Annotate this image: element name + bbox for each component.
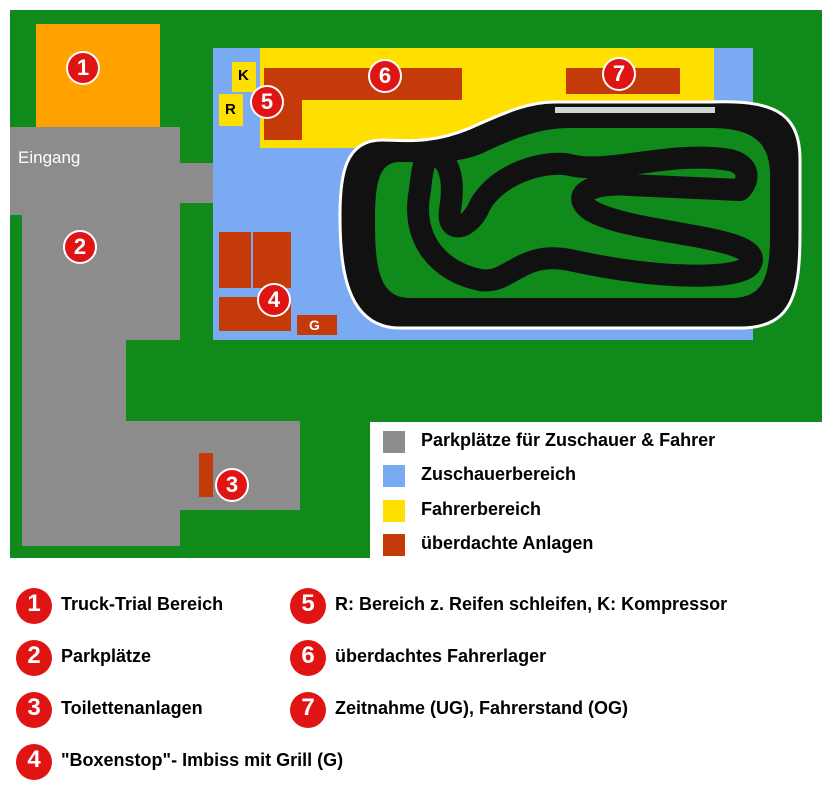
tire-label: R	[225, 101, 236, 118]
key-marker-2: 2	[16, 640, 52, 676]
legend-label-spectator: Zuschauerbereich	[421, 464, 577, 484]
marker-1: 1	[66, 51, 100, 85]
key-label-4: "Boxenstop"- Imbiss mit Grill (G)	[61, 750, 344, 770]
marker-7: 7	[602, 57, 636, 91]
grill-label: G	[309, 317, 320, 333]
tire-box: R	[219, 94, 243, 126]
key-marker-7: 7	[290, 692, 326, 728]
snack-stand-left	[219, 232, 251, 288]
key-label-1: Truck-Trial Bereich	[61, 594, 224, 614]
key-label-7: Zeitnahme (UG), Fahrerstand (OG)	[335, 698, 629, 718]
grill-box: G	[297, 315, 337, 335]
key-marker-6: 6	[290, 640, 326, 676]
marker-6: 6	[368, 59, 402, 93]
race-track	[338, 100, 802, 330]
site-map: K R G Eingang 1 2 3 4 5 6 7	[10, 10, 822, 558]
marker-2: 2	[63, 230, 97, 264]
key-marker-1: 1	[16, 588, 52, 624]
marker-4: 4	[257, 283, 291, 317]
key-label-5: R: Bereich z. Reifen schleifen, K: Kompr…	[335, 594, 728, 614]
compressor-box: K	[232, 62, 256, 92]
marker-5: 5	[250, 85, 284, 119]
legend-label-covered: überdachte Anlagen	[421, 533, 594, 553]
key-marker-3: 3	[16, 692, 52, 728]
key-label-6: überdachtes Fahrerlager	[335, 646, 547, 666]
key-label-2: Parkplätze	[61, 646, 152, 666]
legend-label-parking: Parkplätze für Zuschauer & Fahrer	[421, 430, 716, 450]
key-marker-4: 4	[16, 744, 52, 780]
snack-stand-right	[253, 232, 291, 288]
marker-3: 3	[215, 468, 249, 502]
key-label-3: Toilettenanlagen	[61, 698, 203, 718]
key-marker-5: 5	[290, 588, 326, 624]
toilet-building	[199, 453, 213, 497]
legend-swatch-driver	[383, 500, 405, 522]
legend-swatch-covered	[383, 534, 405, 556]
legend-box	[370, 422, 822, 558]
legend-swatch-parking	[383, 431, 405, 453]
compressor-label: K	[238, 67, 249, 84]
entrance-label: Eingang	[18, 148, 81, 167]
legend-label-driver: Fahrerbereich	[421, 499, 542, 519]
legend-swatch-spectator	[383, 465, 405, 487]
